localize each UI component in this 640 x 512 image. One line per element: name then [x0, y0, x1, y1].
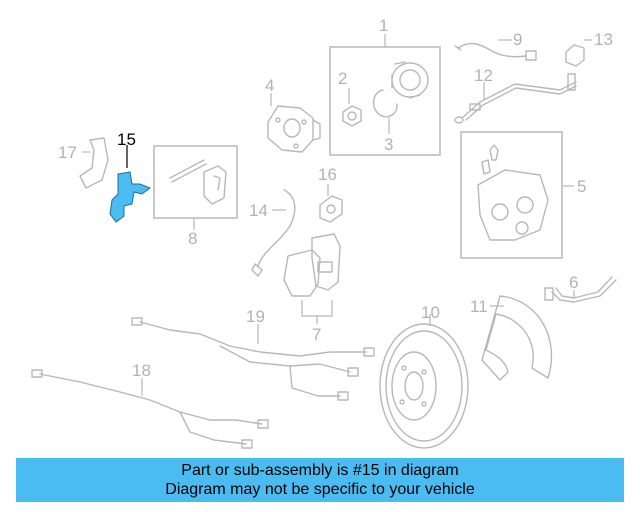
callout-11: 11	[470, 297, 488, 316]
part-6-hose: 6	[544, 273, 617, 303]
part-17-shim: 17	[58, 137, 109, 189]
callout-14: 14	[249, 201, 268, 220]
part-14-wire: 14	[249, 189, 296, 277]
part-9-wear-sensor: 9	[454, 30, 537, 61]
callout-2: 2	[338, 69, 347, 88]
part-10-brake-rotor: 10	[379, 303, 469, 449]
part-7-brake-pads: 7	[283, 233, 341, 344]
part-16-sensor: 16	[318, 165, 343, 223]
part-19-wire-harness: 19	[131, 307, 375, 401]
callout-7: 7	[312, 325, 321, 344]
callout-16: 16	[318, 165, 337, 184]
part-4-hub: 4	[265, 76, 321, 153]
parts-diagram: 1 3 2 4 9 13	[31, 16, 617, 449]
banner-line-1: Part or sub-assembly is #15 in diagram	[181, 462, 459, 479]
callout-10: 10	[421, 303, 440, 322]
callout-9: 9	[513, 30, 522, 49]
part-1-wheel-bearing: 1 3 2	[329, 16, 441, 156]
part-15-shape	[109, 171, 152, 223]
banner-line-2: Diagram may not be specific to your vehi…	[165, 481, 475, 498]
part-5-caliper: 5	[460, 131, 586, 259]
callout-5: 5	[577, 177, 586, 196]
part-13-bracket: 13	[565, 30, 613, 67]
callout-4: 4	[265, 76, 274, 95]
part-info-banner: Part or sub-assembly is #15 in diagram D…	[16, 458, 624, 502]
part-15-bracket-highlighted: 15	[109, 130, 152, 223]
callout-18: 18	[132, 361, 151, 380]
callout-12: 12	[474, 66, 493, 85]
callout-17: 17	[58, 143, 77, 162]
callout-3: 3	[384, 135, 393, 154]
callout-8: 8	[188, 229, 197, 248]
part-11-splash-shield: 11	[470, 295, 553, 381]
part-12-brake-hose: 12	[454, 66, 577, 124]
callout-13: 13	[594, 30, 613, 49]
part-8-pad-kit: 8	[153, 145, 238, 248]
callout-19: 19	[246, 307, 265, 326]
callout-6: 6	[569, 273, 578, 292]
part-18-wire-harness: 18	[31, 361, 269, 449]
callout-15: 15	[117, 130, 136, 149]
callout-1: 1	[379, 16, 388, 35]
